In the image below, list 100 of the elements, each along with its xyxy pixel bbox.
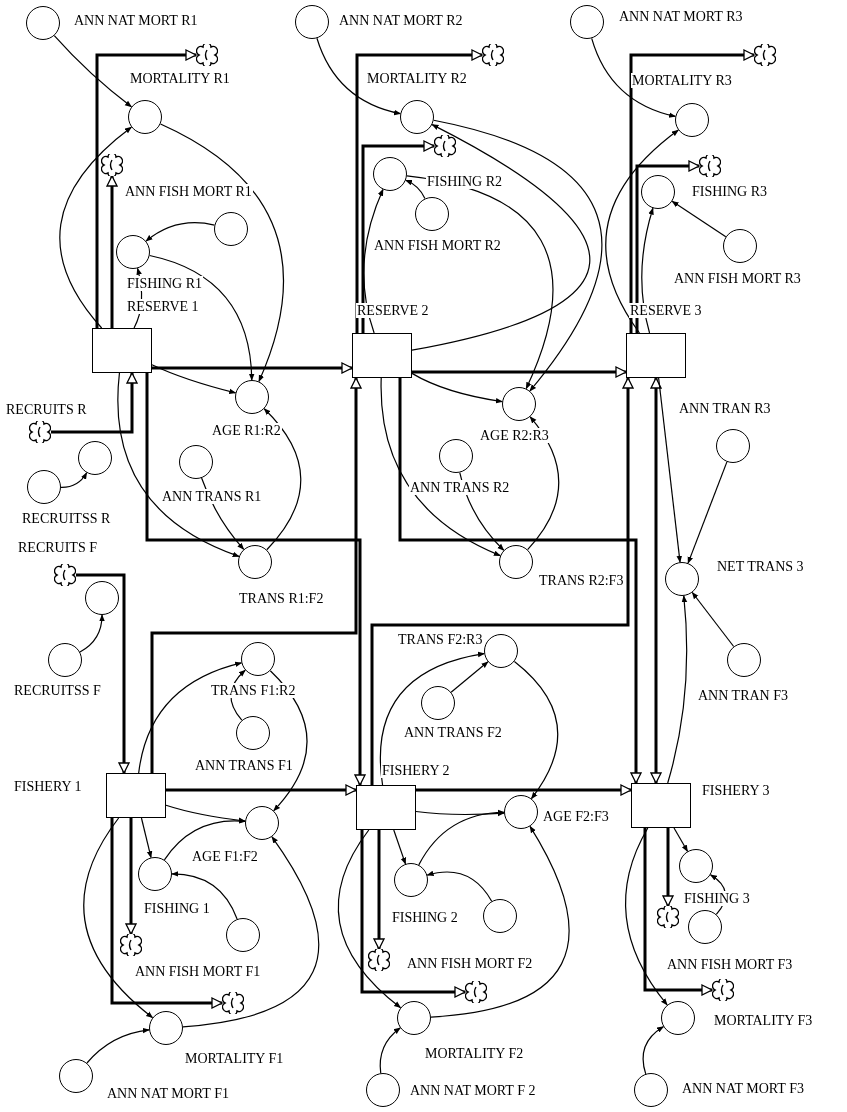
cloud-symbol bbox=[434, 135, 456, 157]
connector-arrow bbox=[59, 126, 132, 329]
variable-label: ANN NAT MORT R3 bbox=[618, 9, 744, 24]
connector-arrow bbox=[269, 670, 308, 812]
variable-label: ANN NAT MORT F 2 bbox=[409, 1083, 537, 1098]
connector-arrow bbox=[149, 254, 255, 381]
variable-label: RESERVE 2 bbox=[356, 303, 430, 318]
connector-arrow bbox=[117, 372, 240, 557]
flow-pipe bbox=[650, 377, 662, 784]
variable-label: ANN NAT MORT F1 bbox=[106, 1086, 230, 1101]
variable-label: ANN FISH MORT F1 bbox=[134, 964, 262, 979]
connector-arrow bbox=[316, 37, 401, 115]
flow-pipe bbox=[416, 784, 632, 796]
cloud-symbol bbox=[699, 155, 721, 177]
flow-pipe bbox=[373, 830, 385, 950]
variable-label: ANN TRANS R2 bbox=[409, 480, 511, 495]
connector-arrow bbox=[605, 129, 679, 334]
variable-label: MORTALITY F3 bbox=[713, 1013, 814, 1028]
connector-arrow bbox=[393, 829, 407, 865]
flow-pipe bbox=[643, 828, 713, 996]
connector-arrow bbox=[658, 377, 683, 563]
connector-arrow bbox=[641, 207, 654, 334]
variable-label: FISHING R1 bbox=[126, 276, 204, 291]
connector-arrow bbox=[263, 408, 302, 551]
cloud-symbol bbox=[465, 981, 487, 1003]
connector-arrow bbox=[433, 119, 603, 392]
variable-label: ANN NAT MORT R1 bbox=[73, 13, 199, 28]
connector-arrow bbox=[140, 817, 153, 859]
connector-arrow bbox=[165, 804, 246, 824]
connector-arrow bbox=[673, 827, 689, 852]
connector-arrow bbox=[450, 661, 489, 693]
flow-pipe bbox=[106, 175, 118, 328]
flow-valve bbox=[78, 441, 112, 475]
variable-label: TRANS F2:R3 bbox=[397, 632, 484, 647]
connector-arrow bbox=[163, 818, 246, 861]
connector-arrow bbox=[527, 416, 560, 551]
cloud-symbol bbox=[754, 44, 776, 66]
cloud-symbol bbox=[196, 44, 218, 66]
variable-label: ANN FISH MORT F2 bbox=[406, 956, 534, 971]
connector-arrow bbox=[145, 222, 216, 242]
connector-arrow bbox=[86, 1027, 150, 1064]
flow-pipe bbox=[152, 362, 353, 374]
variable-label: MORTALITY R2 bbox=[366, 71, 468, 86]
flow-pipe bbox=[110, 818, 223, 1009]
variable-label: AGE R1:R2 bbox=[211, 423, 282, 438]
connector-arrow bbox=[337, 829, 402, 1009]
connector-arrow bbox=[667, 595, 688, 784]
cloud-symbol bbox=[482, 44, 504, 66]
variable-label: AGE F2:F3 bbox=[542, 809, 610, 824]
variable-label: MORTALITY R1 bbox=[129, 71, 231, 86]
variable-label: ANN FISH MORT R2 bbox=[373, 238, 502, 253]
connector-arrow bbox=[411, 372, 503, 404]
variable-label: TRANS R1:F2 bbox=[238, 591, 325, 606]
flow-valve bbox=[85, 581, 119, 615]
variable-label: FISHERY 1 bbox=[13, 779, 83, 794]
connector-arrow bbox=[159, 123, 284, 383]
connector-arrow bbox=[411, 124, 591, 351]
variable-label: ANN TRANS F1 bbox=[194, 758, 294, 773]
variable-label: FISHING 2 bbox=[391, 910, 459, 925]
variable-label: ANN TRANS F2 bbox=[403, 725, 503, 740]
flow-pipe bbox=[629, 49, 755, 333]
flow-pipe bbox=[125, 818, 137, 935]
connector-arrow bbox=[430, 825, 570, 1018]
variable-label: TRANS F1:R2 bbox=[210, 683, 297, 698]
variable-label: AGE F1:F2 bbox=[191, 849, 259, 864]
variable-label: FISHERY 3 bbox=[701, 783, 771, 798]
flow-pipe bbox=[662, 828, 674, 907]
connector-arrow bbox=[380, 377, 501, 557]
variable-label: ANN FISH MORT R1 bbox=[124, 184, 253, 199]
cloud-symbol bbox=[368, 949, 390, 971]
variable-label: ANN TRAN F3 bbox=[697, 688, 789, 703]
variable-label: MORTALITY F2 bbox=[424, 1046, 525, 1061]
flow-pipe bbox=[76, 573, 130, 774]
variable-label: ANN TRANS R1 bbox=[161, 489, 263, 504]
variable-label: FISHERY 2 bbox=[381, 763, 451, 778]
connector-arrow bbox=[624, 827, 668, 1006]
flow-pipe bbox=[361, 140, 435, 333]
connector-arrow bbox=[363, 188, 384, 334]
connector-arrow bbox=[426, 870, 493, 902]
cloud-symbol bbox=[222, 992, 244, 1014]
variable-label: ANN FISH MORT F3 bbox=[666, 957, 794, 972]
connector-arrow bbox=[79, 614, 105, 653]
connector-arrow bbox=[415, 810, 505, 817]
cloud-symbol bbox=[657, 906, 679, 928]
connector-arrow bbox=[60, 472, 88, 488]
variable-label: ANN TRAN R3 bbox=[678, 401, 772, 416]
flow-pipe bbox=[355, 49, 483, 333]
connector-arrow bbox=[513, 660, 559, 800]
variable-label: NET TRANS 3 bbox=[716, 559, 805, 574]
variable-label: MORTALITY F1 bbox=[184, 1051, 285, 1066]
flow-pipe bbox=[635, 160, 700, 333]
flow-pipe bbox=[95, 49, 197, 328]
flow-pipe bbox=[412, 366, 627, 378]
variable-label: RECRUITS R bbox=[5, 402, 88, 417]
connector-arrow bbox=[687, 461, 728, 564]
flow-pipe bbox=[360, 830, 466, 998]
cloud-symbol bbox=[120, 934, 142, 956]
connector-arrow bbox=[591, 37, 677, 118]
cloud-symbol bbox=[712, 979, 734, 1001]
variable-label: RECRUITSS R bbox=[21, 511, 112, 526]
